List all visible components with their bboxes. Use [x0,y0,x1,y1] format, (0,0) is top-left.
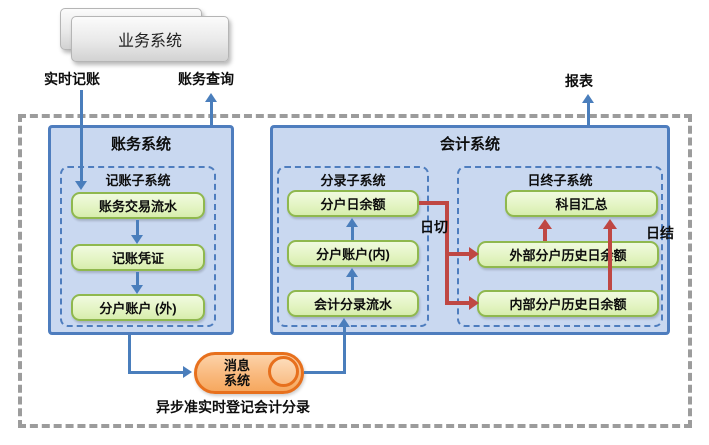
node-transaction-flow: 账务交易流水 [71,192,205,219]
arrow-head-realtime-booking [75,181,87,190]
business-system-box: 业务系统 [71,16,229,62]
arrow-line-realtime-booking [80,90,83,182]
node-external-history-balance: 外部分户历史日余额 [477,241,659,268]
daycut-branch-internal [445,301,471,305]
connector-right-arrow-head [338,318,350,327]
entry-subsystem-title: 分录子系统 [320,173,386,188]
daysettle-arrow-head-internal [603,219,617,229]
node-subaccount-internal: 分户账户(内) [287,240,419,267]
daycut-arrow-head-internal [469,296,479,310]
message-system-cylinder: 消息 系统 [194,352,304,394]
arrow-head-internal-to-balance [346,218,358,227]
daycut-arrow-head-external [469,247,479,261]
connector-left-horizontal [128,371,184,374]
connector-left-arrow-head [183,366,192,378]
daysettle-line-internal [608,228,612,290]
node-internal-history-balance: 内部分户历史日余额 [477,290,659,317]
realtime-booking-label: 实时记账 [44,71,100,87]
booking-subsystem-title: 记账子系统 [105,173,171,188]
finance-system-title: 会计系统 [439,136,500,153]
connector-right-vertical [343,326,346,374]
business-system-label: 业务系统 [117,33,182,50]
node-entry-flow: 会计分录流水 [287,290,419,317]
node-daily-balance: 分户日余额 [287,190,419,217]
dayend-subsystem-title: 日终子系统 [527,173,593,188]
daycut-line-horizontal [419,201,449,205]
daysettle-arrow-head-external [538,219,552,229]
daysettle-line-external [543,228,547,241]
arrow-head-flow-to-voucher [131,235,143,244]
report-label: 报表 [565,73,593,89]
dayend-subsystem-group: 日终子系统 [457,166,663,327]
node-subject-summary: 科目汇总 [505,190,658,217]
arrow-line-flow-to-voucher [136,220,139,236]
accounting-system-title: 账务系统 [110,136,171,153]
entry-subsystem-group: 分录子系统 [277,166,429,327]
arrow-line-entryflow-to-internal [351,276,354,290]
connector-right-horizontal [304,371,346,374]
arrow-head-report [582,94,594,103]
day-cut-label: 日切 [420,219,448,235]
daycut-branch-external [445,252,471,256]
message-system-label: 消息 系统 [223,358,250,388]
async-note-label: 异步准实时登记会计分录 [156,399,310,415]
arrow-head-account-query [205,93,217,102]
cylinder-cap [268,356,299,387]
node-booking-voucher: 记账凭证 [71,244,205,271]
arrow-head-entryflow-to-internal [346,268,358,277]
system-boundary-dashed-border [18,114,692,428]
booking-subsystem-group: 记账子系统 [60,166,216,327]
day-settle-label: 日结 [646,225,674,241]
arrow-head-voucher-to-subaccount [131,285,143,294]
arrow-line-voucher-to-subaccount [136,272,139,286]
arrow-line-report [587,102,590,125]
connector-left-vertical [128,335,131,373]
arrow-line-account-query [210,101,213,125]
node-subaccount-external: 分户账户 (外) [71,294,205,321]
account-query-label: 账务查询 [178,71,234,87]
arrow-line-internal-to-balance [351,226,354,240]
